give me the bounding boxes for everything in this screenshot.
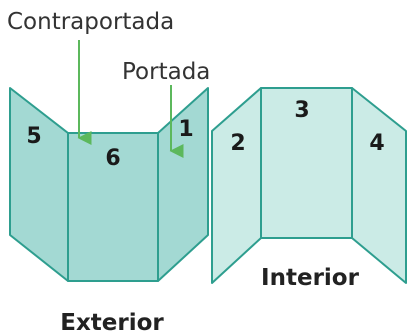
interior-panel-left xyxy=(211,87,262,284)
callout-contraportada: Contraportada xyxy=(7,9,174,35)
interior-brochure: 2 3 4 xyxy=(211,87,407,284)
section-label-interior: Interior xyxy=(261,265,360,291)
interior-panel-right xyxy=(351,87,407,284)
panel-number-2: 2 xyxy=(230,131,245,156)
callout-portada: Portada xyxy=(122,59,210,85)
panel-number-3: 3 xyxy=(294,98,309,123)
panel-number-1: 1 xyxy=(178,117,193,142)
panel-number-4: 4 xyxy=(369,131,384,156)
exterior-panel-left xyxy=(9,87,69,282)
panel-number-5: 5 xyxy=(26,124,41,149)
exterior-brochure: 5 6 1 xyxy=(9,87,209,282)
section-label-exterior: Exterior xyxy=(60,310,164,331)
panel-number-6: 6 xyxy=(105,146,120,171)
